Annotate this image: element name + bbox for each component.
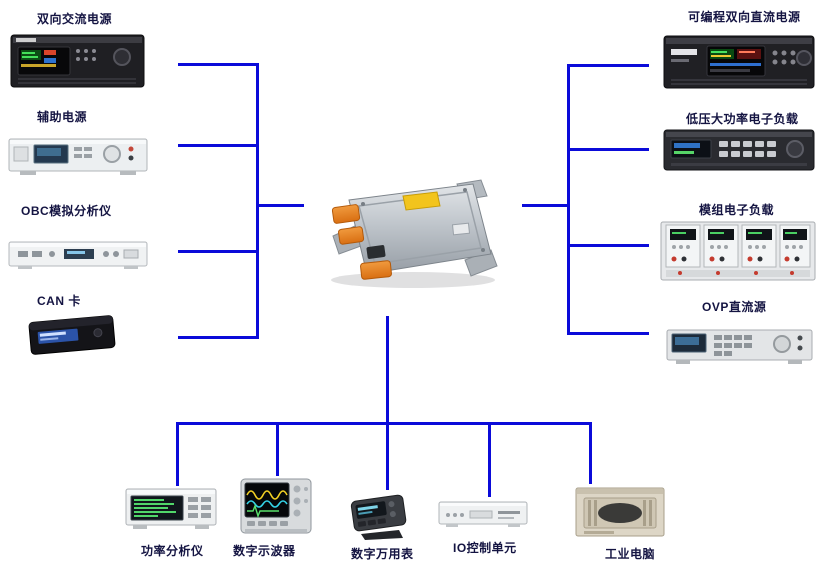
ac-bidirectional-supply-icon	[10, 34, 145, 88]
wire-bottom-drop-2	[276, 422, 279, 476]
ovp-dc-source-icon	[666, 329, 813, 364]
lv-high-power-load-icon	[663, 129, 815, 171]
wire-right-bus	[567, 64, 570, 335]
power-analyzer-image	[125, 487, 217, 531]
io-control-unit-icon	[438, 501, 528, 527]
module-electronic-load-icon	[660, 221, 816, 281]
label-ovp-dc-source: OVP直流源	[702, 300, 767, 314]
wire-bottom-drop-4	[488, 422, 491, 497]
wire-right-to-dut	[522, 204, 570, 207]
label-oscilloscope: 数字示波器	[233, 544, 296, 558]
io-control-unit-image	[438, 498, 528, 530]
label-lv-high-power-load: 低压大功率电子负载	[686, 112, 799, 126]
power-analyzer-icon	[125, 488, 217, 529]
multimeter-image	[347, 490, 411, 542]
industrial-pc-icon	[575, 487, 665, 537]
label-ac-bidirectional-supply: 双向交流电源	[37, 12, 113, 26]
label-auxiliary-supply: 辅助电源	[37, 110, 88, 124]
label-programmable-dc-supply: 可编程双向直流电源	[688, 10, 801, 24]
ac-bidirectional-supply-image	[10, 33, 145, 91]
ovp-dc-source-image	[666, 328, 813, 366]
dut-obc-image	[315, 162, 505, 292]
label-obc-simulator-analyzer: OBC模拟分析仪	[21, 204, 112, 218]
wire-left-branch-3	[178, 250, 259, 253]
label-io-control-unit: IO控制单元	[453, 541, 517, 555]
label-can-card: CAN 卡	[37, 294, 81, 308]
multimeter-icon	[350, 494, 407, 540]
label-industrial-pc: 工业电脑	[605, 547, 656, 561]
label-multimeter: 数字万用表	[351, 547, 414, 561]
wire-bottom-drop-3	[386, 422, 389, 490]
wire-right-branch-1	[567, 64, 649, 67]
oscilloscope-image	[239, 477, 313, 537]
oscilloscope-icon	[240, 478, 312, 534]
dut-obc-icon	[331, 179, 498, 288]
lv-high-power-load-image	[663, 128, 815, 174]
wire-left-to-dut	[256, 204, 304, 207]
industrial-pc-image	[574, 486, 666, 540]
label-module-electronic-load: 模组电子负载	[699, 203, 775, 217]
wire-dut-down	[386, 316, 389, 425]
wire-left-bus	[256, 63, 259, 339]
auxiliary-supply-image	[8, 137, 148, 177]
wire-right-branch-2	[567, 148, 649, 151]
wire-right-branch-4	[567, 332, 649, 335]
wire-left-branch-2	[178, 144, 259, 147]
wire-bottom-drop-1	[176, 422, 179, 486]
programmable-dc-supply-icon	[663, 35, 815, 89]
obc-simulator-analyzer-icon	[8, 241, 148, 269]
wire-bottom-bus	[176, 422, 592, 425]
label-power-analyzer: 功率分析仪	[141, 544, 204, 558]
obc-simulator-analyzer-image	[8, 238, 148, 272]
wire-left-branch-4	[178, 336, 259, 339]
auxiliary-supply-icon	[8, 138, 148, 175]
programmable-dc-supply-image	[663, 33, 815, 93]
wire-left-branch-1	[178, 63, 259, 66]
can-card-icon	[28, 315, 116, 355]
wire-bottom-drop-5	[589, 422, 592, 484]
can-card-image	[26, 312, 118, 358]
module-electronic-load-image	[660, 221, 816, 283]
wire-right-branch-3	[567, 244, 649, 247]
